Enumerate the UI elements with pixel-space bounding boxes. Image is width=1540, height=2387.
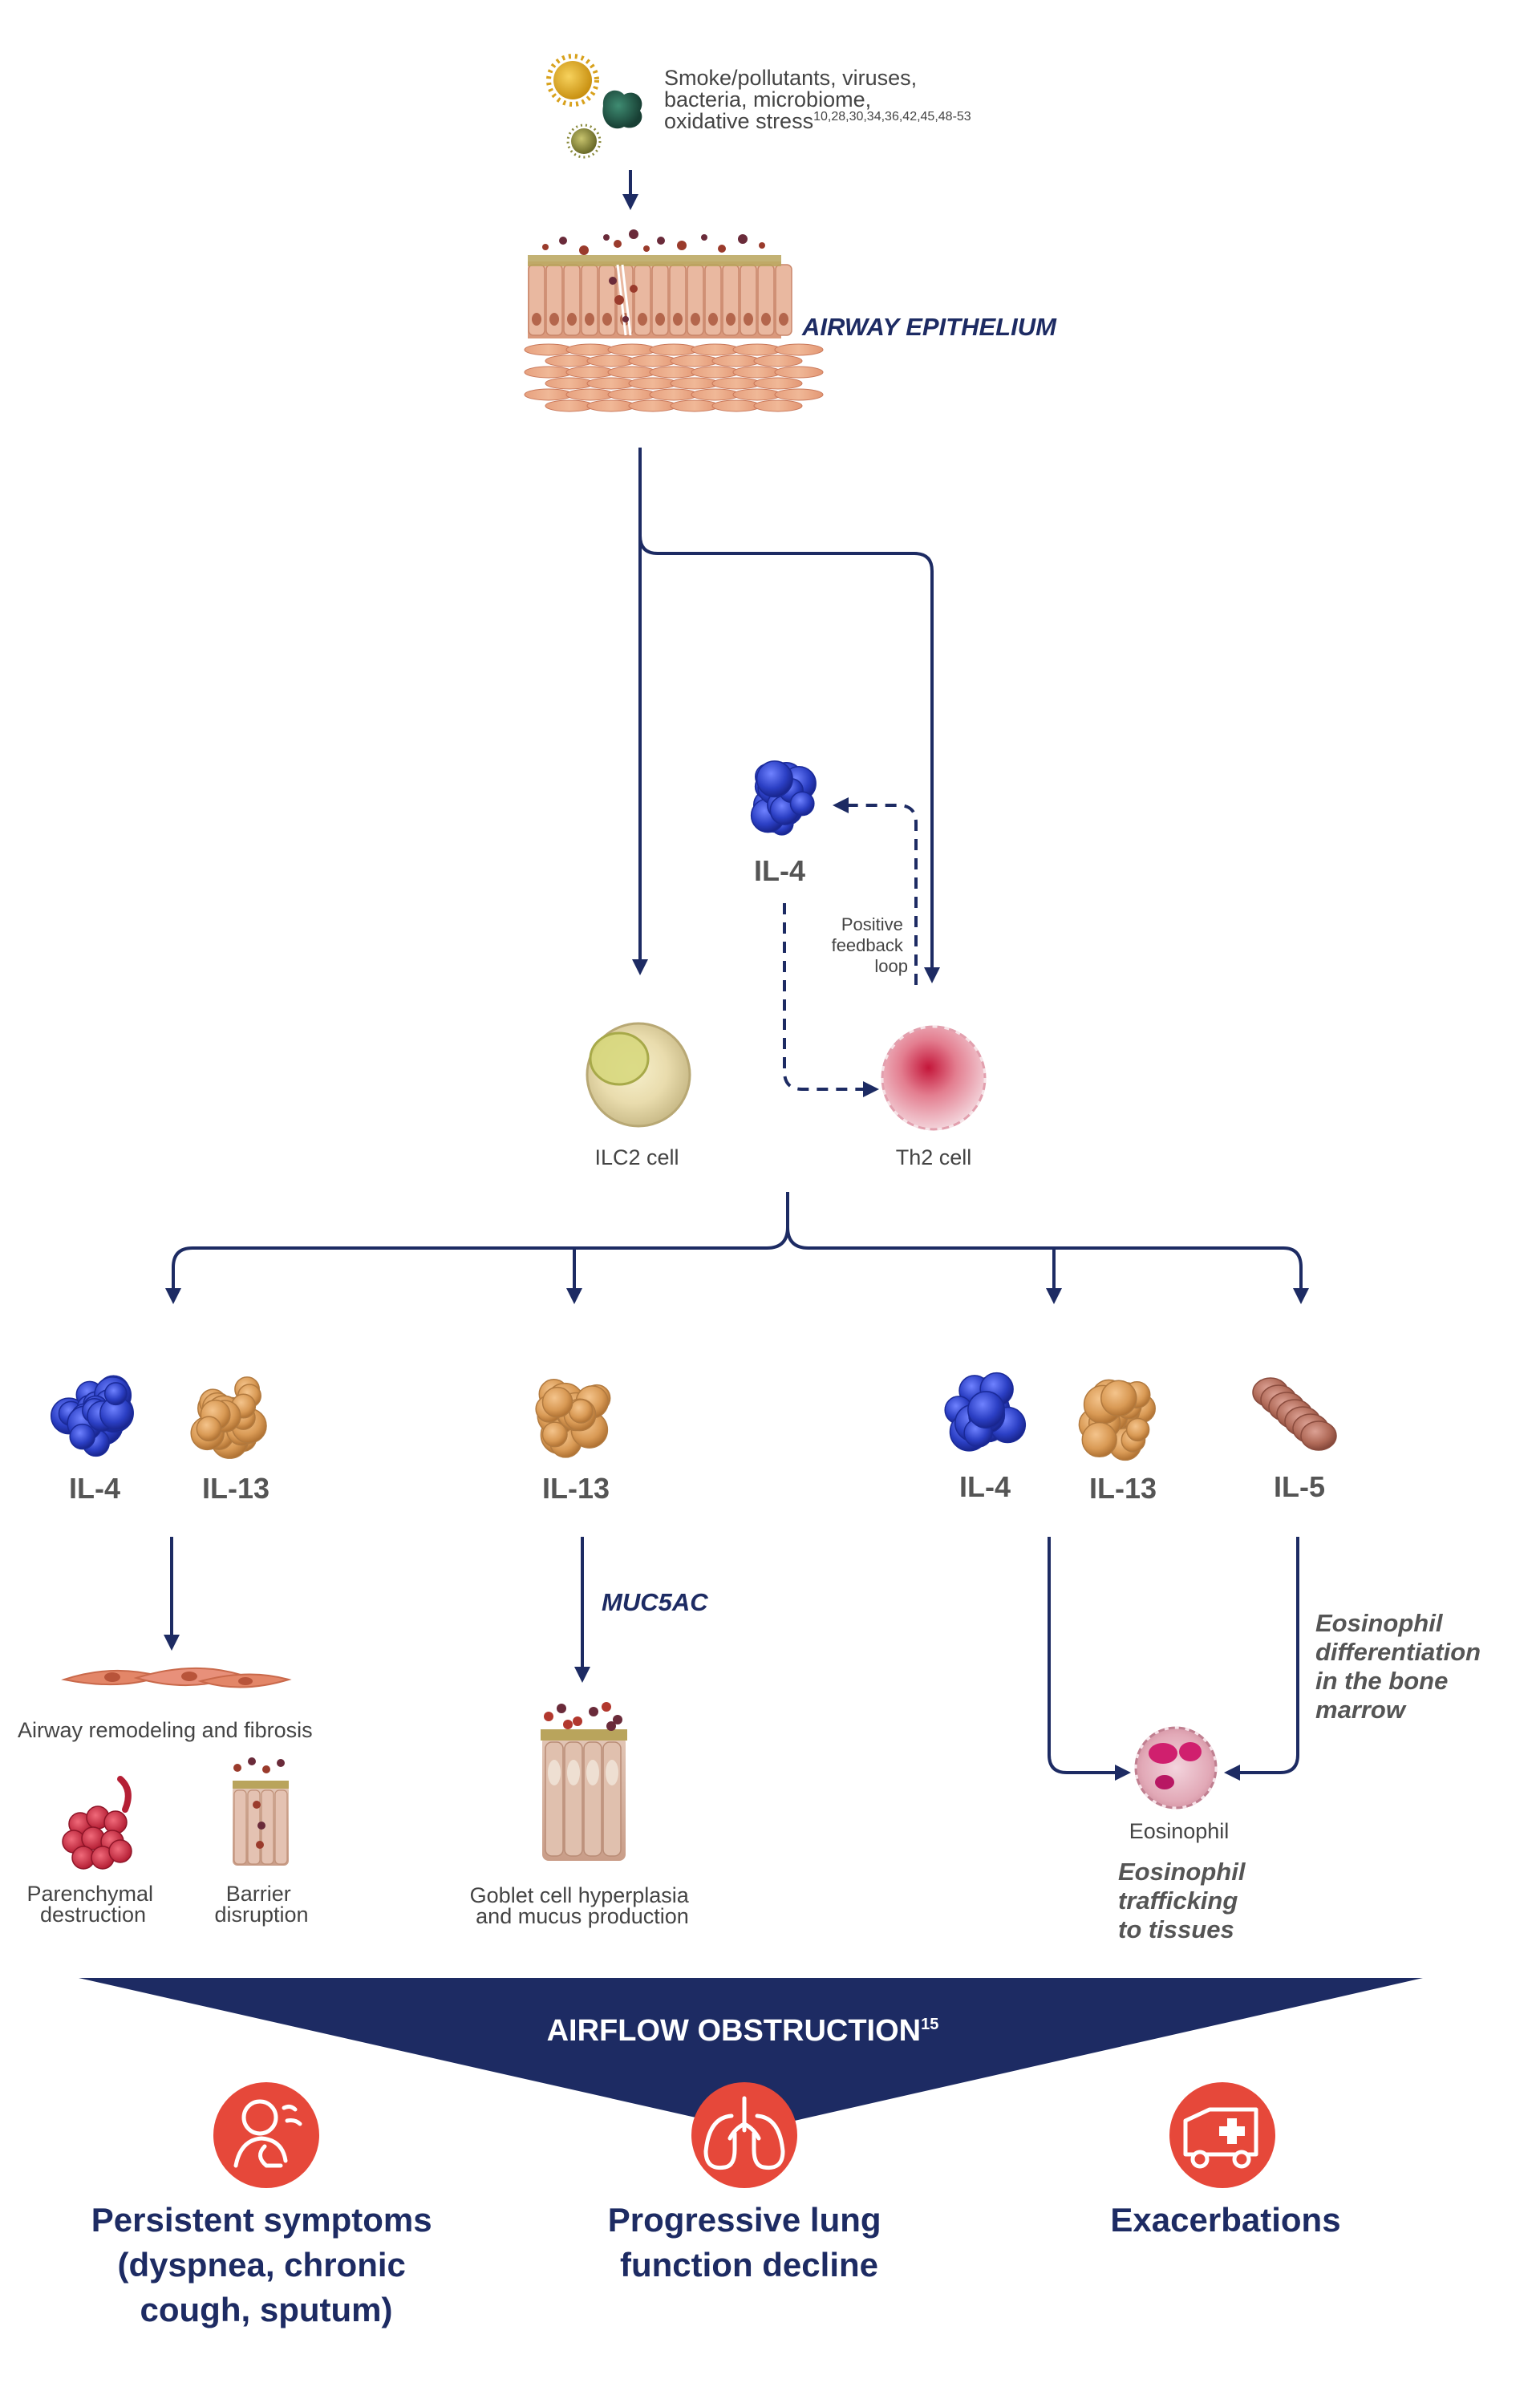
il4-protein-icon-branch1 <box>50 1375 134 1457</box>
branch3-to-eosinophil-connectors <box>1048 1537 1299 1781</box>
branch2-il13-label: IL-13 <box>542 1472 610 1505</box>
airflow-obstruction-band <box>79 1978 1423 2130</box>
outcome-exacerbations: Exacerbations <box>1110 2201 1340 2239</box>
ilc2-cell-image <box>586 1022 691 1128</box>
branch3-il13-label: IL-13 <box>1089 1472 1157 1505</box>
eosinophil-label: Eosinophil <box>1129 1819 1230 1843</box>
barrier-disruption-image <box>233 1757 289 1866</box>
mold-particle-icon <box>602 90 642 129</box>
muc5ac-label: MUC5AC <box>602 1588 708 1616</box>
branch3-il4-label: IL-4 <box>959 1470 1011 1503</box>
il13-protein-icon-branch2 <box>535 1379 611 1458</box>
cells-to-cytokines-bracket <box>165 1192 1309 1304</box>
il4-protein-icon-branch3 <box>944 1372 1027 1452</box>
airway-epithelium-image <box>524 229 824 412</box>
eosinophil-differentiation-label: Eosinophil differentiation in the bone m… <box>1315 1609 1488 1724</box>
pollen-particle-icon <box>546 54 599 107</box>
patient-coughing-icon <box>213 2082 319 2188</box>
il13-protein-icon-branch1 <box>190 1376 267 1459</box>
lung-alveoli-image <box>62 1776 132 1870</box>
virus-particle-icon <box>566 124 602 159</box>
barrier-disruption-label: Barrier disruption <box>214 1882 308 1927</box>
il4-top-label: IL-4 <box>754 854 805 887</box>
lungs-icon <box>691 2082 797 2188</box>
eosinophil-cell-image <box>1134 1726 1218 1810</box>
outcome-persistent-symptoms: Persistent symptoms (dyspnea, chronic co… <box>91 2201 442 2328</box>
goblet-cell-label: Goblet cell hyperplasia and mucus produc… <box>470 1883 695 1928</box>
positive-feedback-loop-label: Positive feedback loop <box>832 914 908 976</box>
th2-cell-image <box>881 1025 987 1131</box>
il13-protein-icon-branch3 <box>1078 1379 1156 1461</box>
il5-protein-icon <box>1252 1377 1337 1451</box>
branch3-il5-label: IL-5 <box>1274 1470 1325 1503</box>
branch1-il13-label: IL-13 <box>202 1472 270 1505</box>
ambulance-icon <box>1169 2082 1275 2188</box>
epithelium-to-cells-connectors <box>632 448 940 983</box>
il4-protein-icon-top <box>750 760 817 836</box>
ilc2-cell-label: ILC2 cell <box>594 1145 679 1169</box>
th2-cell-label: Th2 cell <box>896 1145 972 1169</box>
goblet-cell-hyperplasia-image <box>541 1702 627 1861</box>
outcome-lung-function-decline: Progressive lung function decline <box>608 2201 890 2284</box>
branch1-il4-label: IL-4 <box>69 1472 120 1505</box>
triggers-text: Smoke/pollutants, viruses, bacteria, mic… <box>664 66 971 133</box>
positive-feedback-loop-arrows <box>783 797 918 1097</box>
airflow-obstruction-label: AIRFLOW OBSTRUCTION15 <box>547 2014 939 2048</box>
fibroblast-cells-image <box>61 1667 292 1688</box>
parenchymal-destruction-label: Parenchymal destruction <box>26 1882 159 1927</box>
airway-epithelium-label: AIRWAY EPITHELIUM <box>801 313 1057 341</box>
eosinophil-trafficking-label: Eosinophil trafficking to tissues <box>1118 1858 1252 1943</box>
airway-remodeling-label: Airway remodeling and fibrosis <box>18 1718 313 1742</box>
